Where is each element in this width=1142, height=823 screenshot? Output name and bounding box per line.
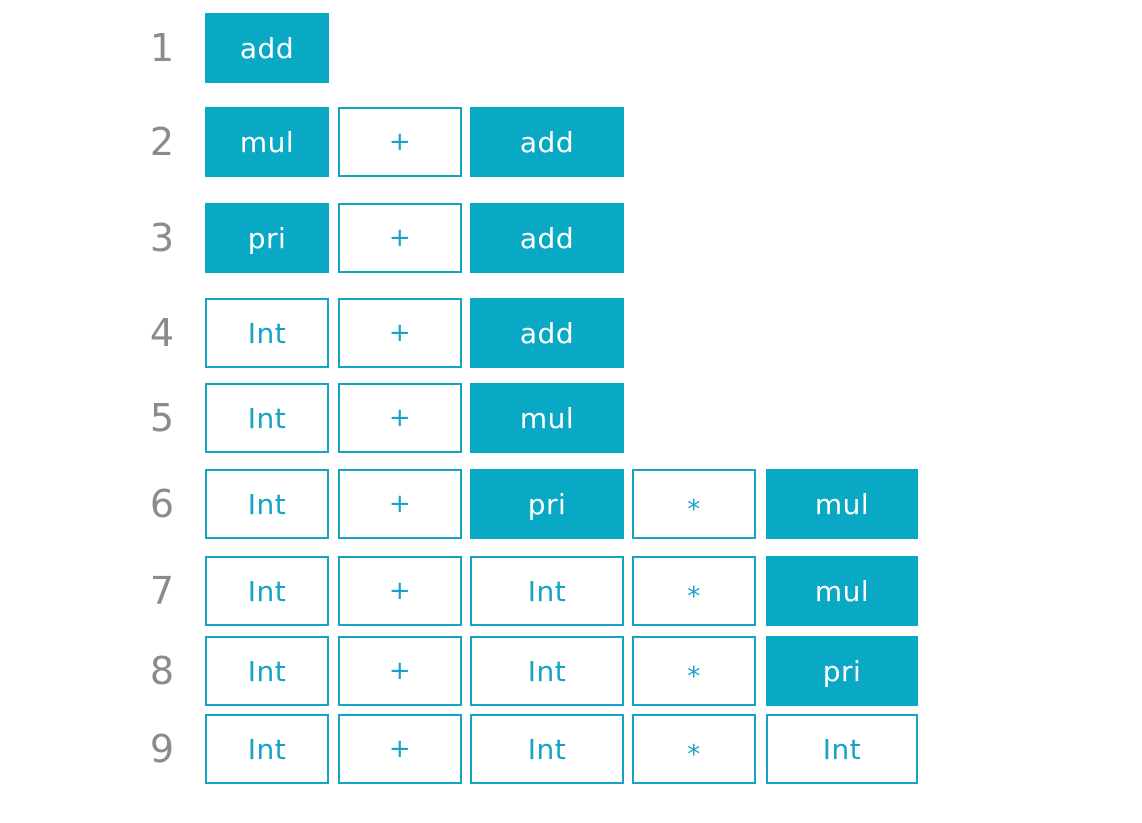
node-label: + <box>388 576 412 606</box>
derivation-row-6: 6 Int + pri * mul <box>0 469 1142 539</box>
node-label: Int <box>527 732 567 766</box>
node-int: Int <box>470 636 624 706</box>
node-mul: mul <box>205 107 329 177</box>
node-label: Int <box>822 732 862 766</box>
node-label: Int <box>527 574 567 608</box>
node-label: Int <box>247 487 287 521</box>
node-int: Int <box>205 298 329 368</box>
node-label: pri <box>822 654 862 688</box>
row-number: 5 <box>149 396 175 440</box>
node-label: * <box>687 495 701 525</box>
node-int: Int <box>470 714 624 784</box>
operator-star-box: * <box>632 469 756 539</box>
node-pri: pri <box>766 636 918 706</box>
node-label: * <box>687 740 701 770</box>
node-label: Int <box>247 401 287 435</box>
node-int: Int <box>205 383 329 453</box>
derivation-row-2: 2 mul + add <box>0 107 1142 177</box>
node-int: Int <box>205 714 329 784</box>
node-int: Int <box>205 469 329 539</box>
node-label: + <box>388 734 412 764</box>
node-label: Int <box>247 654 287 688</box>
node-label: + <box>388 318 412 348</box>
node-label: + <box>388 403 412 433</box>
node-mul: mul <box>766 556 918 626</box>
node-label: Int <box>527 654 567 688</box>
operator-star-box: * <box>632 636 756 706</box>
operator-plus-box: + <box>338 383 462 453</box>
node-label: add <box>519 221 575 255</box>
operator-plus-box: + <box>338 556 462 626</box>
derivation-row-8: 8 Int + Int * pri <box>0 636 1142 706</box>
node-add: add <box>470 107 624 177</box>
node-label: pri <box>247 221 287 255</box>
row-number: 7 <box>149 569 175 613</box>
node-label: add <box>239 31 295 65</box>
node-label: + <box>388 656 412 686</box>
node-add: add <box>470 203 624 273</box>
row-number: 6 <box>149 482 175 526</box>
node-int: Int <box>205 636 329 706</box>
node-int: Int <box>766 714 918 784</box>
derivation-row-7: 7 Int + Int * mul <box>0 556 1142 626</box>
row-number: 4 <box>149 311 175 355</box>
row-number: 3 <box>149 216 175 260</box>
row-number: 1 <box>149 26 175 70</box>
derivation-row-1: 1 add <box>0 13 1142 83</box>
operator-plus-box: + <box>338 714 462 784</box>
operator-plus-box: + <box>338 469 462 539</box>
node-label: add <box>519 316 575 350</box>
node-label: + <box>388 223 412 253</box>
node-pri: pri <box>470 469 624 539</box>
node-label: mul <box>519 401 575 435</box>
node-label: pri <box>527 487 567 521</box>
operator-plus-box: + <box>338 298 462 368</box>
row-number: 9 <box>149 727 175 771</box>
node-label: Int <box>247 732 287 766</box>
row-number: 2 <box>149 120 175 164</box>
node-label: mul <box>239 125 295 159</box>
operator-star-box: * <box>632 556 756 626</box>
node-mul: mul <box>766 469 918 539</box>
node-add: add <box>205 13 329 83</box>
node-label: * <box>687 582 701 612</box>
node-label: + <box>388 127 412 157</box>
node-label: mul <box>814 487 870 521</box>
node-label: add <box>519 125 575 159</box>
node-int: Int <box>205 556 329 626</box>
derivation-row-5: 5 Int + mul <box>0 383 1142 453</box>
node-label: + <box>388 489 412 519</box>
derivation-row-9: 9 Int + Int * Int <box>0 714 1142 784</box>
node-mul: mul <box>470 383 624 453</box>
node-label: Int <box>247 574 287 608</box>
node-add: add <box>470 298 624 368</box>
node-label: Int <box>247 316 287 350</box>
derivation-row-4: 4 Int + add <box>0 298 1142 368</box>
node-label: mul <box>814 574 870 608</box>
operator-plus-box: + <box>338 203 462 273</box>
node-label: * <box>687 662 701 692</box>
operator-plus-box: + <box>338 636 462 706</box>
derivation-row-3: 3 pri + add <box>0 203 1142 273</box>
row-number: 8 <box>149 649 175 693</box>
node-int: Int <box>470 556 624 626</box>
operator-star-box: * <box>632 714 756 784</box>
node-pri: pri <box>205 203 329 273</box>
operator-plus-box: + <box>338 107 462 177</box>
